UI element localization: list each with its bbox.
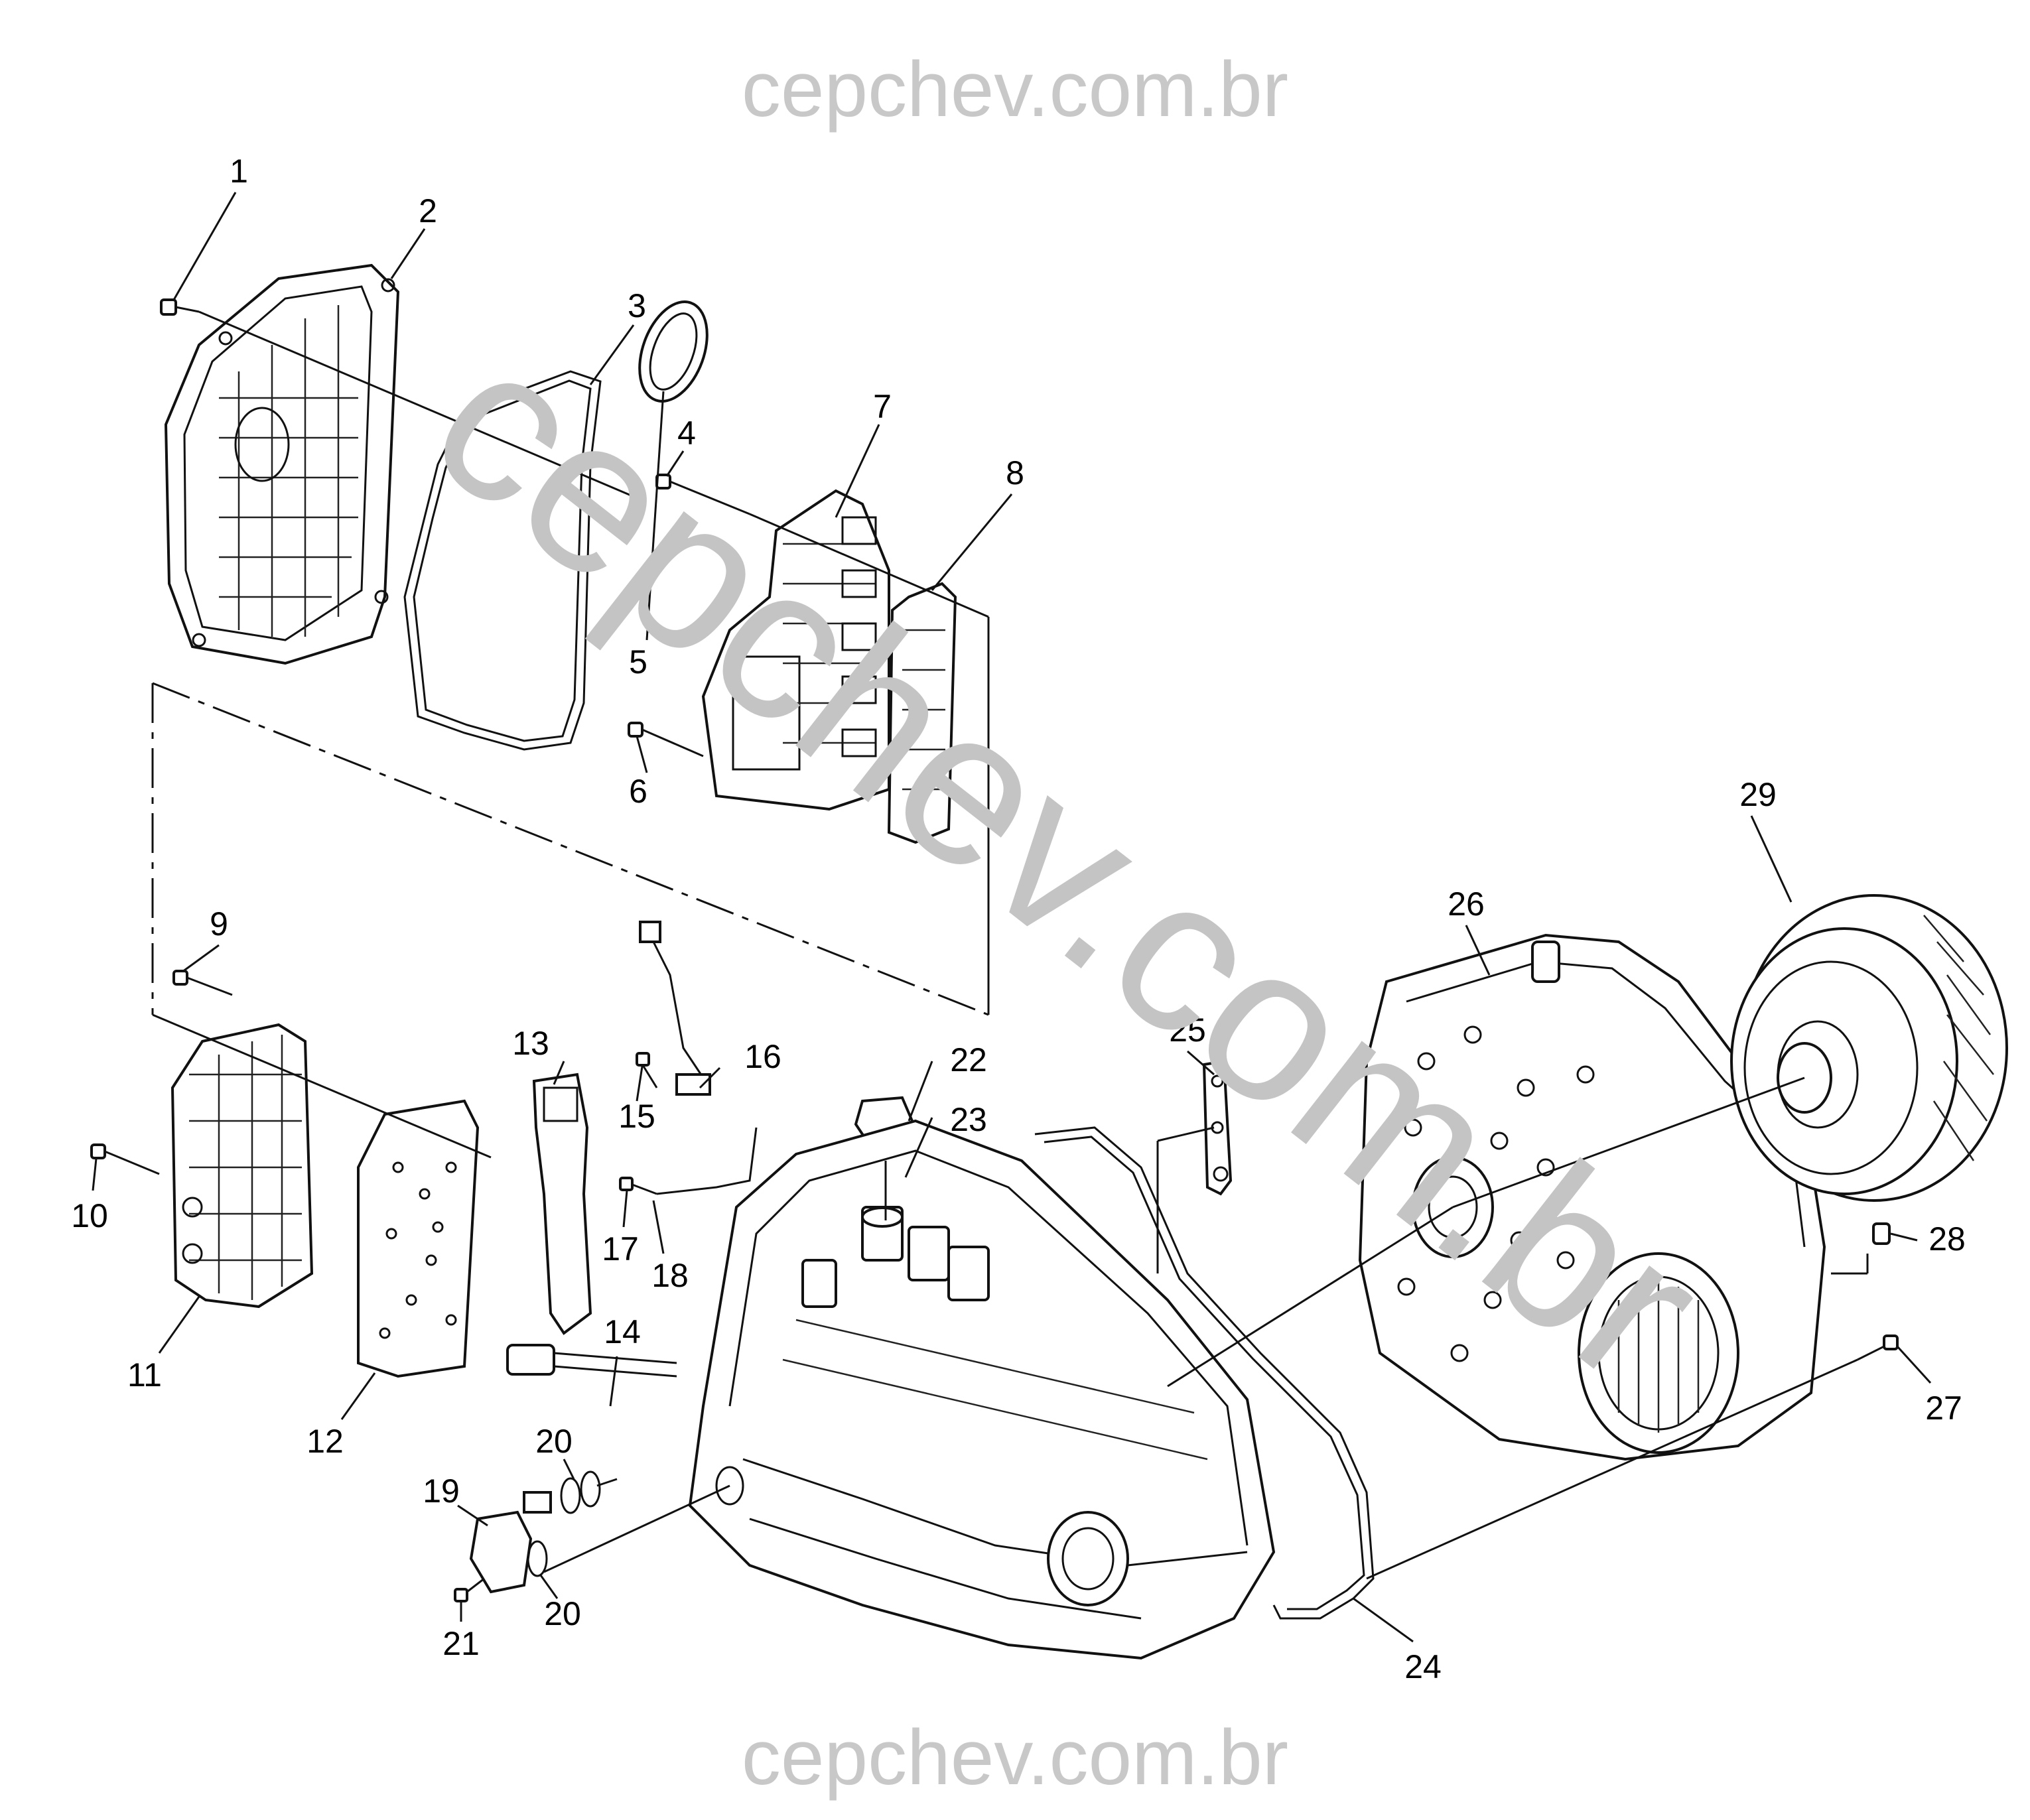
callout-18: 18 <box>651 1257 689 1294</box>
alignment-lines <box>151 310 1869 1580</box>
callout-12: 12 <box>306 1423 344 1460</box>
watermark-top: cepchev.com.br <box>742 46 1288 133</box>
part-10-bolt <box>90 1143 160 1175</box>
part-26-converter-housing <box>1358 933 1826 1461</box>
part-27-bolt <box>1857 1334 1899 1361</box>
callout-23: 23 <box>950 1101 987 1138</box>
part-28-plug <box>1872 1222 1891 1245</box>
callout-25: 25 <box>1169 1011 1206 1049</box>
callout-20a: 20 <box>535 1423 573 1460</box>
callout-3: 3 <box>628 287 646 324</box>
part-29-torque-converter <box>1730 894 2008 1202</box>
callout-29: 29 <box>1739 776 1777 813</box>
part-19-speed-sensor <box>469 1491 552 1594</box>
callout-13: 13 <box>512 1025 549 1062</box>
callout-5: 5 <box>629 643 647 681</box>
callout-labels: 1 2 3 4 5 6 7 8 9 10 11 12 13 14 15 16 1… <box>71 153 1966 1685</box>
part-20-o-rings <box>527 1470 601 1577</box>
part-5-seal <box>638 300 709 403</box>
part-1-bolt <box>160 298 200 316</box>
callout-22: 22 <box>950 1041 987 1078</box>
callout-14: 14 <box>604 1313 641 1350</box>
callout-15: 15 <box>618 1098 655 1135</box>
part-18-bracket <box>656 1127 758 1195</box>
callout-4: 4 <box>677 415 696 452</box>
part-14-tube <box>506 1344 677 1378</box>
part-9-bolt <box>172 970 233 996</box>
part-3-gasket <box>403 370 602 751</box>
part-21-bolt <box>454 1577 485 1602</box>
callout-8: 8 <box>1006 454 1024 491</box>
part-6-bolt <box>628 722 704 757</box>
callout-10: 10 <box>71 1197 108 1234</box>
part-11-valve-body <box>170 1023 314 1309</box>
part-25-bracket <box>1202 1059 1233 1196</box>
part-16-harness <box>639 921 711 1096</box>
callout-24: 24 <box>1404 1648 1442 1685</box>
callout-7: 7 <box>873 388 892 425</box>
callout-9: 9 <box>210 905 228 942</box>
callout-19: 19 <box>423 1472 460 1510</box>
part-15-bolt <box>636 1052 658 1088</box>
part-12-separator-plate <box>357 1099 480 1378</box>
part-13-filter-housing <box>532 1072 592 1335</box>
part-24-gasket <box>1034 1126 1375 1620</box>
callout-6: 6 <box>629 773 647 810</box>
callout-11: 11 <box>127 1356 162 1394</box>
callout-21: 21 <box>442 1625 480 1662</box>
callout-16: 16 <box>744 1038 781 1075</box>
callout-27: 27 <box>1925 1390 1962 1427</box>
callout-2: 2 <box>419 192 437 229</box>
callout-17: 17 <box>602 1230 639 1268</box>
callout-26: 26 <box>1448 885 1485 923</box>
part-7-control-solenoid-body <box>701 489 890 811</box>
callout-1: 1 <box>230 153 248 190</box>
part-2-valve-body-cover <box>164 263 400 665</box>
part-8-spacer-plate <box>887 582 957 844</box>
callout-28: 28 <box>1928 1220 1966 1258</box>
callout-leaders <box>92 192 1932 1643</box>
part-17-bolt <box>619 1177 657 1195</box>
callout-20b: 20 <box>544 1595 581 1632</box>
transmission-case <box>688 1119 1276 1660</box>
watermark-bottom: cepchev.com.br <box>742 1714 1288 1801</box>
